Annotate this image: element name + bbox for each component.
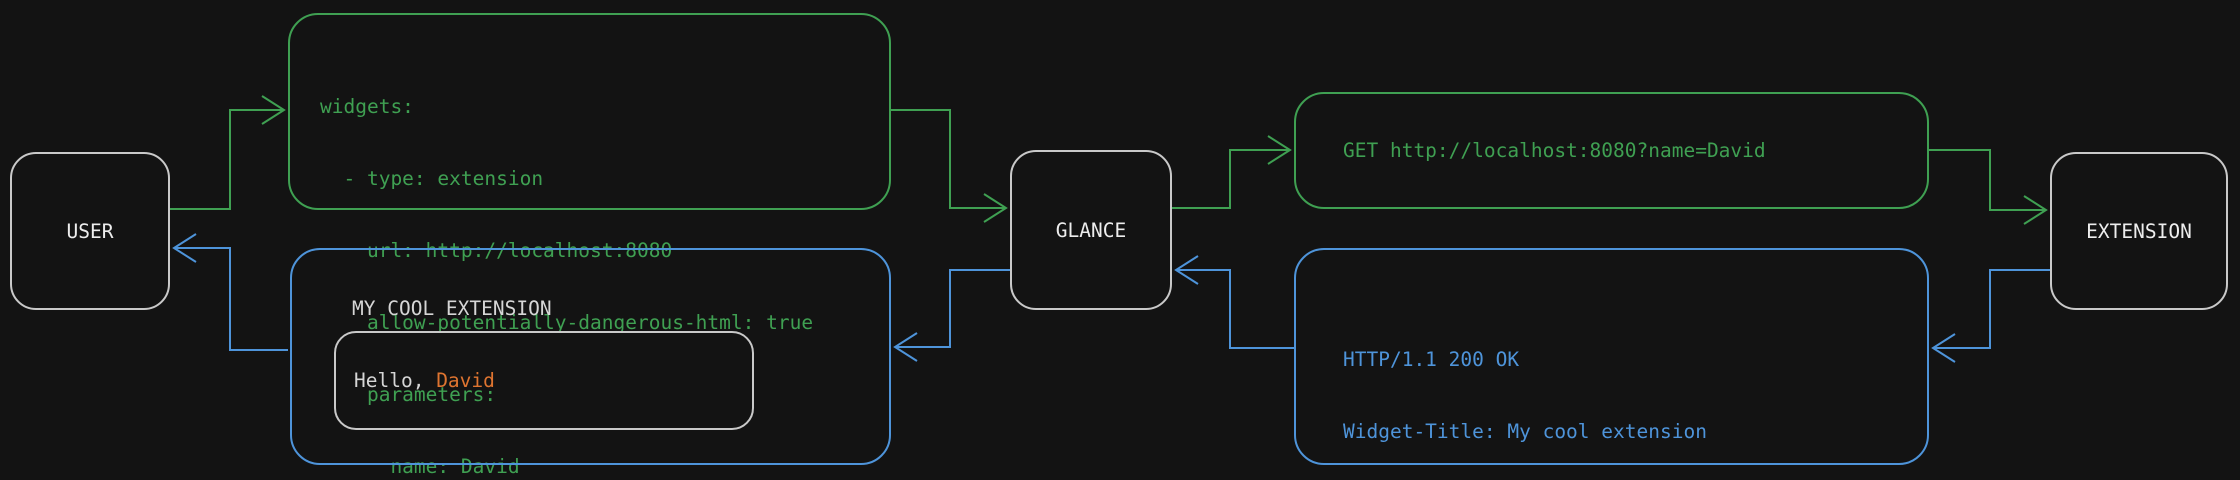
http-request-box: GET http://localhost:8080?name=David	[1294, 92, 1929, 209]
widget-preview-box: MY COOL EXTENSION Hello, David	[290, 248, 891, 465]
user-node-label: USER	[66, 219, 114, 243]
glance-node-label: GLANCE	[1055, 218, 1127, 242]
request-line: GET http://localhost:8080?name=David	[1343, 138, 1766, 162]
config-line: name: David	[320, 455, 520, 478]
response-line: Widget-Title: My cool extension	[1343, 420, 1707, 443]
arrow-glance-to-widget	[893, 269, 1010, 362]
user-node: USER	[10, 152, 170, 310]
config-line: parameters:	[320, 383, 497, 406]
extension-node: EXTENSION	[2050, 152, 2228, 310]
arrow-glance-to-request	[1172, 135, 1292, 209]
widget-content-frame: Hello, David	[334, 331, 754, 430]
widget-title: MY COOL EXTENSION	[352, 297, 552, 320]
config-line: url: http://localhost:8080	[320, 239, 673, 262]
arrow-config-to-glance	[891, 109, 1008, 223]
greeting-prefix: Hello,	[354, 368, 437, 392]
glance-node: GLANCE	[1010, 150, 1172, 310]
config-line: widgets:	[320, 95, 414, 118]
arrow-response-to-glance	[1174, 255, 1294, 349]
arrow-widget-to-user	[172, 233, 288, 351]
yaml-config-box: widgets: - type: extension url: http://l…	[288, 13, 891, 478]
config-line: allow-potentially-dangerous-html: true	[320, 311, 814, 334]
response-line: HTTP/1.1 200 OK	[1343, 348, 1520, 371]
extension-node-label: EXTENSION	[2086, 219, 2192, 243]
config-line: - type: extension	[320, 167, 544, 190]
greeting-name: David	[436, 368, 495, 392]
arrow-request-to-extension	[1929, 149, 2048, 225]
arrow-user-to-config	[170, 95, 286, 210]
arrow-extension-to-response	[1931, 269, 2050, 363]
http-response-box: HTTP/1.1 200 OK Widget-Title: My cool ex…	[1294, 248, 1929, 465]
